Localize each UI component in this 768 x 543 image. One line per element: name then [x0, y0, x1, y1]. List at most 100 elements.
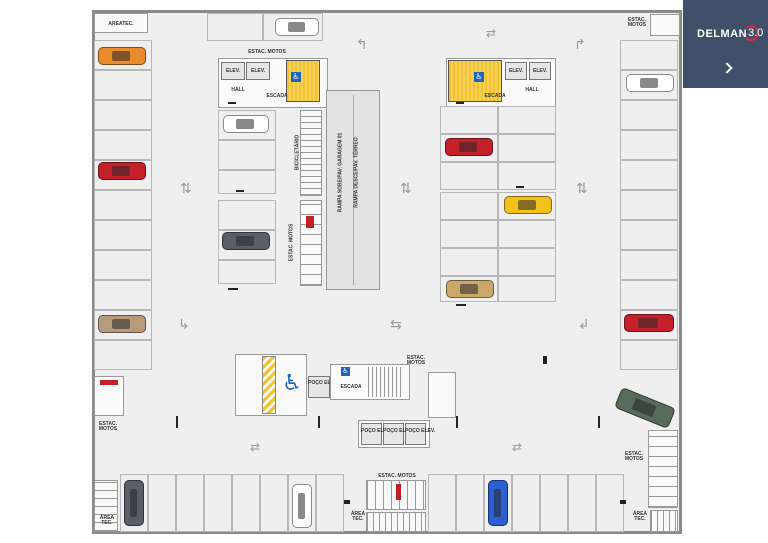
parking-spot [94, 220, 152, 250]
rampa-sobe-label: RAMPA SOBE/PAV. GARAGEM 01 [337, 132, 344, 213]
parking-spot [620, 100, 678, 130]
motorcycle-icon [396, 484, 401, 500]
car [626, 74, 674, 92]
wheelchair-icon: ♿ [291, 72, 301, 82]
pillar [176, 416, 178, 428]
parking-spot [207, 13, 263, 41]
parking-spot [316, 474, 344, 532]
elev-label: ELEV. [533, 68, 547, 74]
parking-spot [620, 340, 678, 370]
parking-spot [94, 190, 152, 220]
elevator-shaft [405, 423, 426, 445]
area-tec-bottom-center [366, 512, 426, 532]
estac-motos-center-label: ESTAC. MOTOS [406, 355, 426, 366]
parking-spot [440, 192, 498, 220]
car [445, 138, 493, 156]
elev-label: ELEV. [509, 68, 523, 74]
car [624, 314, 674, 332]
rampa-desce-label: RAMPA DESCE/PAV. TÉRREO [353, 137, 360, 208]
wheelchair-icon: ♿ [474, 72, 484, 82]
hall-label: HALL [525, 87, 539, 93]
parking-spot [94, 100, 152, 130]
brand-version: 3.0 [748, 27, 764, 39]
parking-spot [456, 474, 484, 532]
estac-motos-top-right-label: ESTAC. MOTOS [627, 17, 647, 28]
estac-motos-left-label: ESTAC. MOTOS [98, 421, 118, 432]
parking-spot [440, 106, 498, 134]
car [488, 480, 508, 526]
area-tec-br-label: ÁREA TEC. [632, 511, 648, 522]
car [223, 115, 269, 133]
parking-spot [94, 130, 152, 160]
parking-spot [620, 280, 678, 310]
parking-spot [440, 220, 498, 248]
two-way-arrow-icon: ⇄ [250, 440, 261, 454]
parking-spot [512, 474, 540, 532]
brand-name: DELMAN [697, 28, 748, 40]
poco-elev-label: POÇO ELEV. [308, 380, 339, 386]
parking-spot [620, 190, 678, 220]
elevator-shaft-center [308, 376, 330, 398]
escada-label: ESCADA [340, 384, 362, 390]
car [124, 480, 144, 526]
parking-spot [498, 276, 556, 302]
parking-spot [94, 280, 152, 310]
bicicletario-label: BICICLETÁRIO [294, 134, 301, 171]
ramp [326, 90, 380, 290]
parking-spot [498, 220, 556, 248]
escada-label: ESCADA [484, 93, 506, 99]
wheelchair-icon: ♿ [282, 371, 302, 396]
moto-parking-center [428, 372, 456, 418]
moto-parking-right [648, 430, 678, 508]
moto-parking-top-right [650, 14, 680, 36]
brand-mark-icon [743, 25, 759, 41]
junction-arrow-icon: ⇆ [390, 317, 402, 333]
pillar [236, 190, 244, 192]
two-way-arrow-icon: ⇅ [576, 181, 588, 197]
parking-spot [540, 474, 568, 532]
pillar [620, 500, 626, 504]
parking-spot [498, 106, 556, 134]
parking-spot [620, 220, 678, 250]
pillar [228, 102, 236, 104]
pillar [228, 288, 238, 290]
turn-arrow-icon: ↲ [578, 317, 590, 333]
parking-spot [218, 170, 276, 194]
two-way-arrow-icon: ⇅ [400, 181, 412, 197]
pillar [543, 356, 547, 364]
hazard-strip [262, 356, 276, 414]
car [98, 47, 146, 65]
estac-motos-bottom-label: ESTAC. MOTOS [378, 473, 416, 479]
turn-arrow-icon: ↰ [356, 37, 368, 53]
parking-spot [94, 250, 152, 280]
bike-rack [300, 110, 322, 196]
parking-spot [568, 474, 596, 532]
parking-spot [204, 474, 232, 532]
pillar [516, 186, 524, 188]
parking-spot [620, 250, 678, 280]
pillar [456, 304, 466, 306]
floor-plan [92, 10, 682, 534]
wheelchair-icon: ♿ [341, 367, 350, 376]
elevator-left-2 [246, 62, 270, 80]
pillar [456, 416, 458, 428]
turn-arrow-icon: ↳ [178, 317, 190, 333]
turn-arrow-icon: ↱ [574, 37, 586, 53]
elevator-left-1 [221, 62, 245, 80]
car [504, 196, 552, 214]
parking-spot [148, 474, 176, 532]
two-way-arrow-icon: ⇄ [512, 440, 523, 454]
pillar [598, 416, 600, 428]
parking-spot [218, 200, 276, 230]
two-way-arrow-icon: ⇄ [486, 26, 497, 40]
estac-motos-right-label: ESTAC. MOTOS [624, 451, 644, 462]
motorcycle-icon [100, 380, 118, 385]
estac-motos-left-mid-label: ESTAC. MOTOS [288, 223, 295, 262]
elevator-right-2 [529, 62, 551, 80]
parking-spot [620, 40, 678, 70]
chevron-right-icon[interactable] [721, 62, 733, 74]
moto-parking-bottom-left [94, 480, 118, 532]
pillar [344, 500, 350, 504]
car [292, 484, 312, 528]
elev-label: ELEV. [226, 68, 240, 74]
